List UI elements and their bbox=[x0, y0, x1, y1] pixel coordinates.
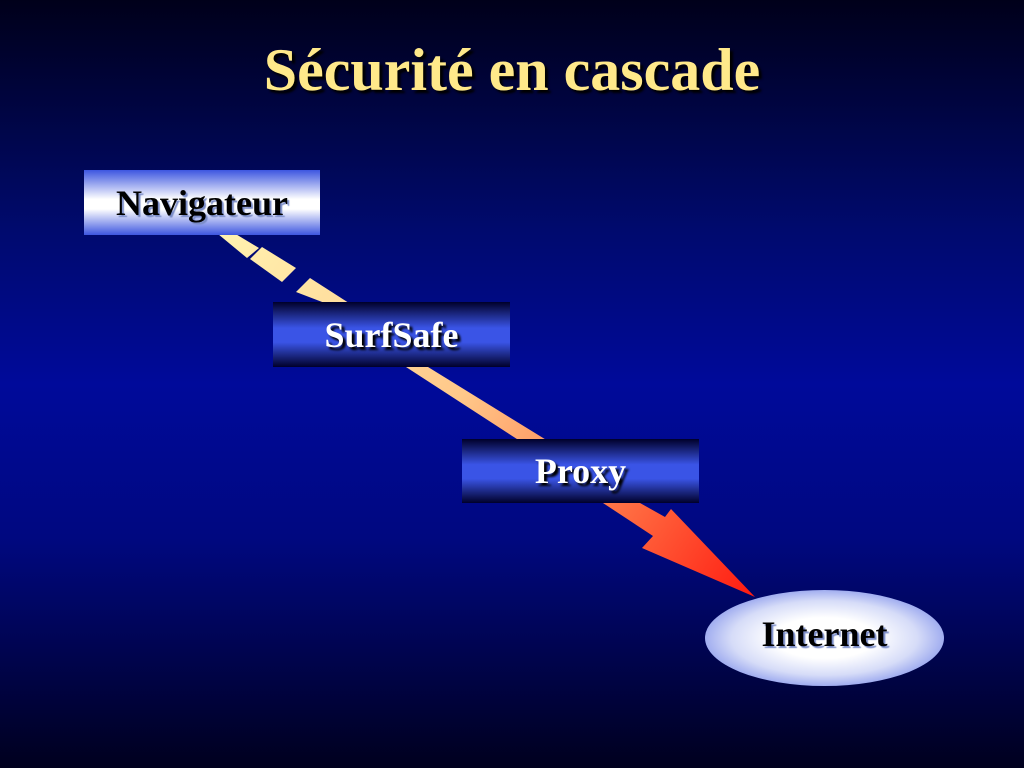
proxy-label: Proxy bbox=[534, 451, 627, 491]
internet-ellipse: Internet bbox=[705, 590, 944, 686]
arrow-head bbox=[603, 503, 755, 597]
arrow-shaft-segment bbox=[406, 367, 548, 441]
internet-label: Internet bbox=[761, 614, 888, 654]
proxy-box: Proxy bbox=[462, 439, 699, 503]
navigator-box: Navigateur bbox=[84, 170, 320, 235]
surfsafe-label: SurfSafe bbox=[324, 314, 459, 355]
arrow-dash-segment bbox=[296, 278, 352, 305]
surfsafe-box: SurfSafe bbox=[273, 302, 510, 367]
arrow-dash-segment bbox=[218, 233, 259, 258]
slide-title: Sécurité en cascade bbox=[263, 37, 761, 103]
arrow-dash-segment bbox=[250, 247, 296, 282]
navigator-label: Navigateur bbox=[116, 182, 288, 223]
